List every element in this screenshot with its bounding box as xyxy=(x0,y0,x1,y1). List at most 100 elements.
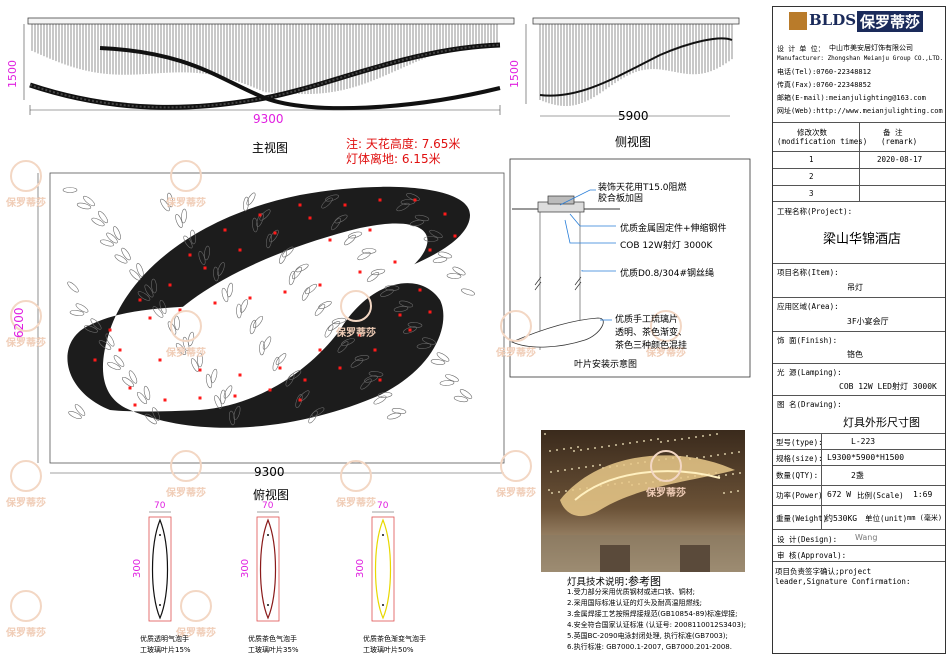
side-view xyxy=(525,17,740,117)
led-dot xyxy=(378,378,382,382)
watermark-text: 保罗蒂莎 xyxy=(166,198,206,209)
email: 邮箱(E-mail):meianjulighting@163.com xyxy=(777,94,926,102)
led-dot xyxy=(408,328,412,332)
weight-label: 重量(Weight) xyxy=(776,514,828,523)
leaf-outline xyxy=(259,518,277,620)
scale-value: 1:69 xyxy=(913,490,933,499)
led-dot xyxy=(368,228,372,232)
led-dot xyxy=(198,368,202,372)
front-width-dim: 9300 xyxy=(253,112,284,126)
install-label-glass-3: 茶色三种颜色混挂 xyxy=(615,341,688,351)
install-label-ceiling-2: 胶合板加固 xyxy=(598,194,644,204)
rev-col1-header: 修改次数 xyxy=(797,128,827,137)
led-dot xyxy=(308,216,312,220)
led-dot xyxy=(168,283,172,287)
led-dot xyxy=(373,348,377,352)
project-label: 工程名称(Project): xyxy=(777,207,853,216)
drawing-value: 灯具外形尺寸图 xyxy=(843,416,920,429)
type-label: 型号(type): xyxy=(776,438,823,447)
tech-item: 1.受力部分采用优质钢材或进口铁、铜材; xyxy=(567,588,696,596)
tech-item: 6.执行标准: GB7000.1-2007, GB7000.201-2008. xyxy=(567,643,732,651)
watermark-seal xyxy=(340,460,372,492)
size-value: L9300*5900*H1500 xyxy=(827,453,905,462)
led-dot xyxy=(238,248,242,252)
install-label-fixing: 优质金属固定件+伸缩钢件 xyxy=(620,224,727,234)
led-dot xyxy=(428,310,432,314)
led-dot xyxy=(158,358,162,362)
tech-title: 灯具技术说明： xyxy=(567,577,634,588)
watermark-text: 保罗蒂莎 xyxy=(6,628,46,639)
install-label-wire: 优质D0.8/304#钢丝绳 xyxy=(620,269,714,279)
leaf-caption-2: 工玻璃叶片50% xyxy=(363,646,414,654)
finish-label: 饰 面(Finish): xyxy=(777,336,838,345)
logo-text: BLDS xyxy=(809,11,857,29)
note-lamp-height: 灯体离地: 6.15米 xyxy=(346,152,441,166)
title-block: BLDS 保罗蒂莎 设 计 单 位： 中山市美安居灯饰有限公司 Manufact… xyxy=(772,6,946,654)
drawing-label: 图 名(Drawing): xyxy=(777,400,842,409)
top-height-dim: 6200 xyxy=(12,307,26,338)
designer-value: 中山市美安居灯饰有限公司 xyxy=(829,44,913,52)
qty-label: 数量(QTY): xyxy=(776,471,819,480)
install-caption: 叶片安装示意图 xyxy=(574,360,638,370)
led-dot xyxy=(278,366,282,370)
item-value: 吊灯 xyxy=(847,283,863,292)
watermark-text: 保罗蒂莎 xyxy=(496,348,536,359)
led-dot xyxy=(318,348,322,352)
tech-item: 3.金属焊接工艺按照焊接规范(GB10854-89)标准焊接; xyxy=(567,610,738,618)
led-dot xyxy=(138,298,142,302)
led-dot xyxy=(258,213,262,217)
revision-table: 修改次数 (modification times) 备 注 (remark) 1… xyxy=(773,122,945,202)
watermark-seal xyxy=(500,310,532,342)
watermark-seal xyxy=(170,450,202,482)
scale-label: 比例(Scale) xyxy=(857,491,904,500)
rev-row-2-num: 2 xyxy=(809,172,814,181)
project-value: 梁山华锦酒店 xyxy=(823,232,902,247)
led-dot xyxy=(248,296,252,300)
design-label: 设 计(Design): xyxy=(777,535,838,544)
led-dot xyxy=(198,396,202,400)
weight-value: 约530KG xyxy=(825,514,858,523)
led-dot xyxy=(283,290,287,294)
led-dot xyxy=(213,301,217,305)
manufacturer: Manufacturer: Zhongshan Meianju Group CO… xyxy=(777,55,944,62)
front-view xyxy=(23,17,515,115)
tech-item: 2.采用国际标准认证的灯头及耐高温阻燃线; xyxy=(567,599,703,607)
power-value: 672 W xyxy=(827,490,852,499)
type-value: L-223 xyxy=(851,437,876,446)
watermark-seal xyxy=(10,160,42,192)
led-dot xyxy=(133,403,137,407)
designer-label: 设 计 单 位： xyxy=(777,45,825,53)
led-dot xyxy=(318,283,322,287)
led-dot xyxy=(428,248,432,252)
side-width-dim: 5900 xyxy=(618,109,649,123)
side-height-dim: 1500 xyxy=(508,60,521,88)
tech-item: 5.英国BC-2090电泳封闭处理, 执行标准(GB7003); xyxy=(567,632,728,640)
watermark-text: 保罗蒂莎 xyxy=(336,498,376,509)
leaf-samples xyxy=(148,511,395,622)
size-label: 规格(size): xyxy=(776,454,823,463)
rev-col1-header-en: (modification times) xyxy=(777,137,868,146)
leaf-caption-1: 优质透明气泡手 xyxy=(140,635,189,643)
rev-row-3-num: 3 xyxy=(809,189,814,198)
led-dot xyxy=(298,398,302,402)
approval-label: 审 核(Approval): xyxy=(777,551,847,560)
rev-col2-header: 备 注 xyxy=(883,128,903,137)
confirm-label: 项目负责签字确认;project leader,Signature Confir… xyxy=(775,567,911,586)
led-dot xyxy=(93,358,97,362)
watermark-seal xyxy=(650,310,682,342)
watermark-text: 保罗蒂莎 xyxy=(646,348,686,359)
watermark-seal xyxy=(170,310,202,342)
area-value: 3F小宴会厅 xyxy=(847,317,889,326)
top-view-caption: 俯视图 xyxy=(253,488,290,502)
item-label: 项目名称(Item): xyxy=(777,268,839,277)
leaf-height-dim: 300 xyxy=(355,558,366,578)
watermark-text: 保罗蒂莎 xyxy=(6,498,46,509)
led-dot xyxy=(268,388,272,392)
leaf-outline xyxy=(151,518,169,620)
watermark-text: 保罗蒂莎 xyxy=(646,488,686,499)
watermark-seal xyxy=(180,590,212,622)
watermark-text: 保罗蒂莎 xyxy=(6,338,46,349)
led-dot xyxy=(393,260,397,264)
fax: 传真(Fax):0760-22348852 xyxy=(777,81,872,89)
